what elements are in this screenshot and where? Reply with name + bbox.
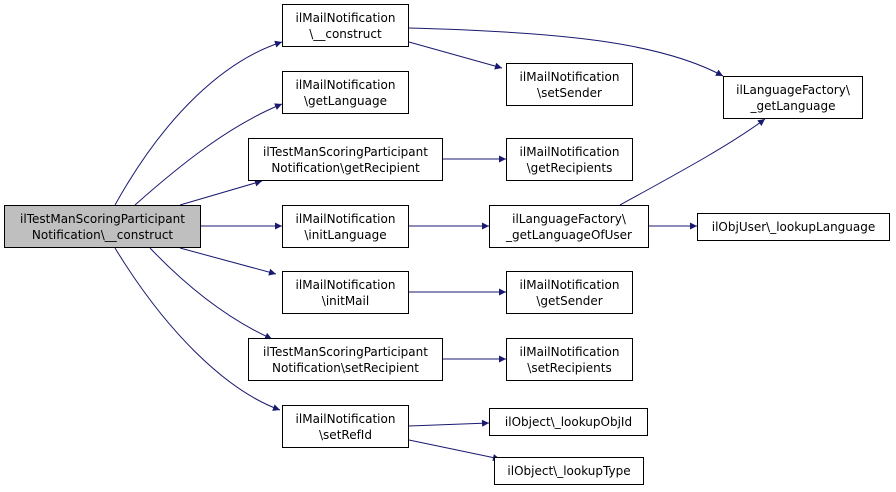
edge-mail-construct-to-set-sender [408, 41, 503, 70]
node-get-recipients-line-2: \getRecipients [526, 160, 613, 175]
node-set-sender-line-1: ilMailNotification [519, 69, 620, 84]
node-set-sender-line-2: \setSender [537, 85, 602, 100]
edge-set-ref-id-to-lookup-type [408, 439, 501, 461]
node-set-ref-id-line-2: \setRefId [319, 427, 372, 442]
node-set-recipients[interactable]: ilMailNotification \setRecipients [506, 338, 633, 381]
node-mail-construct-line-2: \__construct [309, 26, 382, 41]
node-set-recipients-line-1: ilMailNotification [519, 344, 620, 359]
node-set-sender[interactable]: ilMailNotification \setSender [506, 63, 633, 106]
node-init-mail-line-1: ilMailNotification [295, 277, 396, 292]
node-get-recipients-line-1: ilMailNotification [519, 144, 620, 159]
node-get-language-of-user-line-1: ilLanguageFactory\ [512, 211, 626, 226]
node-factory-get-language-line-2: _getLanguage [750, 98, 836, 113]
node-mail-construct[interactable]: ilMailNotification \__construct [282, 4, 409, 47]
node-lookup-type-line-1: ilObject\_lookupType [507, 464, 631, 478]
edge-get-language-of-user-to-factory-get-language [619, 118, 766, 206]
node-lookup-obj-id[interactable]: ilObject\_lookupObjId [489, 408, 648, 436]
node-get-language-of-user[interactable]: ilLanguageFactory\ _getLanguageOfUser [489, 205, 649, 248]
edge-set-ref-id-to-lookup-obj-id [408, 419, 490, 427]
node-root-construct-line-1: ilTestManScoringParticipant [20, 211, 185, 226]
node-lookup-obj-id-line-1: ilObject\_lookupObjId [504, 415, 633, 429]
node-mail-construct-line-1: ilMailNotification [295, 10, 396, 25]
node-get-sender-line-1: ilMailNotification [519, 277, 620, 292]
edge-root-to-init-mail [179, 247, 277, 276]
node-get-recipient-line-1: ilTestManScoringParticipant [263, 144, 428, 159]
node-set-recipient-line-2: Notification\setRecipient [272, 360, 419, 375]
node-get-sender-line-2: \getSender [536, 293, 603, 308]
edge-root-to-mail-construct [114, 40, 283, 206]
node-get-recipient-line-2: Notification\getRecipient [271, 160, 420, 175]
node-mail-get-language-line-1: ilMailNotification [295, 77, 396, 92]
node-lookup-language[interactable]: ilObjUser\_lookupLanguage [697, 213, 890, 241]
node-set-recipient[interactable]: ilTestManScoringParticipant Notification… [248, 338, 443, 381]
node-get-recipients[interactable]: ilMailNotification \getRecipients [506, 138, 633, 181]
node-set-ref-id[interactable]: ilMailNotification \setRefId [282, 405, 409, 448]
node-set-recipient-line-1: ilTestManScoringParticipant [263, 344, 428, 359]
node-get-sender[interactable]: ilMailNotification \getSender [506, 271, 633, 314]
edge-mail-construct-to-factory-get-language [408, 27, 724, 77]
node-init-mail-line-2: \initMail [321, 293, 370, 308]
node-get-recipient[interactable]: ilTestManScoringParticipant Notification… [248, 138, 443, 181]
node-factory-get-language-line-1: ilLanguageFactory\ [736, 82, 850, 97]
node-init-language-line-2: \initLanguage [304, 227, 387, 242]
edge-root-to-set-recipient [149, 247, 273, 340]
node-set-ref-id-line-1: ilMailNotification [295, 411, 396, 426]
edge-root-to-mail-get-language [134, 103, 283, 206]
node-mail-get-language[interactable]: ilMailNotification \getLanguage [282, 71, 409, 114]
node-root-construct[interactable]: ilTestManScoringParticipant Notification… [4, 205, 201, 248]
node-get-language-of-user-line-2: _getLanguageOfUser [506, 227, 632, 242]
node-lookup-language-line-1: ilObjUser\_lookupLanguage [711, 220, 876, 234]
node-set-recipients-line-2: \setRecipients [527, 360, 612, 375]
node-init-language-line-1: ilMailNotification [295, 211, 396, 226]
node-init-mail[interactable]: ilMailNotification \initMail [282, 271, 409, 314]
node-lookup-type[interactable]: ilObject\_lookupType [494, 457, 644, 485]
node-root-construct-line-2: Notification\__construct [31, 227, 174, 242]
node-mail-get-language-line-2: \getLanguage [304, 93, 387, 108]
edge-root-to-set-ref-id [114, 247, 281, 411]
node-factory-get-language[interactable]: ilLanguageFactory\ _getLanguage [723, 76, 863, 119]
edge-root-to-get-recipient [179, 179, 263, 206]
node-init-language[interactable]: ilMailNotification \initLanguage [282, 205, 409, 248]
